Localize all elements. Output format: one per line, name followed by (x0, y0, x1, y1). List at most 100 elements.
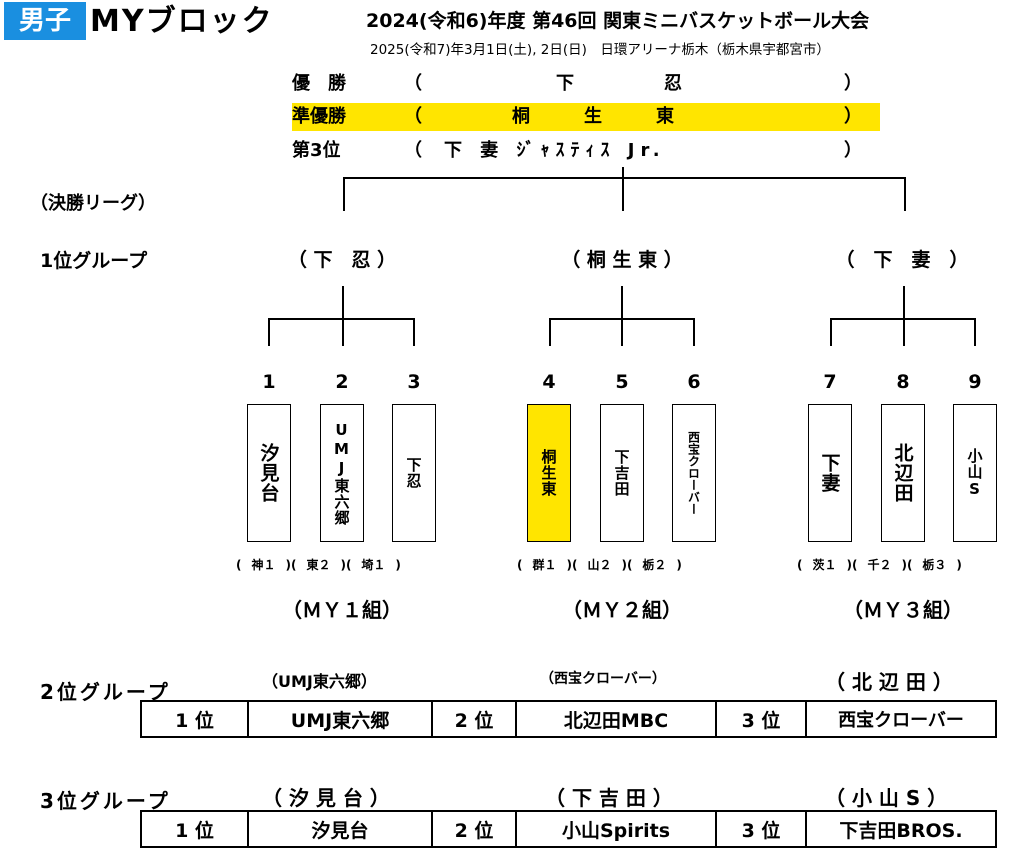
rank-cell: 1 位 (140, 810, 249, 848)
team-box-2: UMJ東六郷 (320, 404, 364, 542)
group-winner-2: （ 桐 生 東 ） (561, 249, 683, 271)
team-name: 下吉田 (612, 449, 631, 497)
rank-cell: 2 位 (431, 810, 517, 848)
bracket-line (622, 177, 624, 211)
result-label: 優 勝 (292, 73, 346, 94)
team-name: UMJ東六郷 (332, 420, 351, 526)
seed: 群１ (532, 558, 557, 572)
team-cell: 西宝クローバー (805, 700, 997, 738)
team-number-7: 7 (823, 371, 837, 393)
bracket-line (342, 318, 344, 346)
bracket-line (343, 177, 345, 211)
group-winner-1: （ 下 忍 ） (287, 249, 397, 271)
team-name: 汐見台 (257, 443, 280, 503)
seed-row-2: (群１)(山２)(栃２) (517, 558, 682, 572)
team-name: 桐生東 (539, 449, 558, 497)
seed-row-1: (神１)(東２)(埼１) (236, 558, 401, 572)
result-team: 桐 生 東 (512, 106, 674, 127)
team-cell: 北辺田MBC (515, 700, 717, 738)
bracket-line (903, 286, 905, 320)
bracket-line (621, 318, 623, 346)
bracket-line (343, 177, 906, 179)
table-row: 1 位 汐見台 2 位 小山Spirits 3 位 下吉田BROS. (140, 810, 997, 848)
seed-row-3: (茨１)(千２)(栃３) (797, 558, 962, 572)
team-box-8: 北辺田 (881, 404, 925, 542)
bracket-line (268, 318, 415, 320)
team-cell: UMJ東六郷 (247, 700, 433, 738)
bracket-line (549, 318, 551, 346)
team-number-2: 2 (335, 371, 349, 393)
team-number-4: 4 (542, 371, 556, 393)
third-group-top-3: （ 小 山 S ） (825, 786, 948, 810)
group-winner-3: （ 下 妻 ） (835, 249, 969, 271)
bracket-line (830, 318, 832, 346)
result-team: 下 妻 ｼﾞｬｽﾃｨｽ Jr. (444, 140, 666, 161)
team-name: 小山S (965, 447, 984, 499)
seed: 栃２ (642, 558, 667, 572)
result-third: 第3位 （ 下 妻 ｼﾞｬｽﾃｨｽ Jr. ） (292, 137, 880, 165)
result-close: ） (844, 106, 862, 127)
rank-cell: 3 位 (715, 700, 807, 738)
table-row: 1 位 UMJ東六郷 2 位 北辺田MBC 3 位 西宝クローバー (140, 700, 997, 738)
third-group-label: 3位グループ (40, 789, 171, 813)
team-name: 西宝クローバー (686, 431, 701, 515)
result-label: 第3位 (292, 140, 341, 161)
bracket-line (693, 318, 695, 346)
result-close: ） (844, 140, 862, 161)
result-team: 下 忍 (556, 73, 682, 94)
third-group-ranking-table: 1 位 汐見台 2 位 小山Spirits 3 位 下吉田BROS. (140, 810, 997, 848)
second-group-ranking-table: 1 位 UMJ東六郷 2 位 北辺田MBC 3 位 西宝クローバー (140, 700, 997, 738)
tournament-subtitle: 2025(令和7)年3月1日(土), 2日(日) 日環アリーナ栃木（栃木県宇都宮… (370, 42, 830, 58)
result-label: 準優勝 (292, 106, 346, 127)
bracket-line (621, 286, 623, 320)
class-label-1: （ＭＹ１組） (282, 598, 402, 622)
rank-cell: 3 位 (715, 810, 807, 848)
result-open: （ (404, 106, 422, 127)
rank-cell: 2 位 (431, 700, 517, 738)
second-group-label: 2位グループ (40, 680, 171, 704)
team-name: 北辺田 (891, 443, 914, 503)
seed: 茨１ (812, 558, 837, 572)
bracket-line (622, 167, 624, 177)
first-group-label: 1位グループ (40, 250, 148, 272)
result-open: （ (404, 140, 422, 161)
bracket-line (342, 286, 344, 320)
team-box-3: 下忍 (392, 404, 436, 542)
class-label-3: （ＭＹ３組） (843, 598, 963, 622)
seed: 埼１ (361, 558, 386, 572)
seed: 山２ (587, 558, 612, 572)
third-group-top-2: （ 下 吉 田 ） (545, 786, 673, 810)
result-close: ） (844, 73, 862, 94)
seed: 神１ (251, 558, 276, 572)
result-runner-up: 準優勝 （ 桐 生 東 ） (292, 103, 880, 131)
bracket-line (974, 318, 976, 346)
third-group-top-1: （ 汐 見 台 ） (262, 786, 390, 810)
result-open: （ (404, 73, 422, 94)
bracket-line (904, 177, 906, 211)
team-name: 下妻 (818, 453, 841, 493)
second-group-top-3: （ 北 辺 田 ） (825, 670, 953, 694)
class-label-2: （ＭＹ２組） (562, 598, 682, 622)
second-group-top-1: （UMJ東六郷） (262, 672, 377, 691)
seed: 栃３ (922, 558, 947, 572)
final-league-label: （決勝リーグ） (30, 193, 156, 214)
team-name: 下忍 (404, 457, 423, 489)
team-number-1: 1 (262, 371, 276, 393)
bracket-line (413, 318, 415, 346)
team-cell: 汐見台 (247, 810, 433, 848)
bracket-line (903, 318, 905, 346)
gender-badge: 男子 (4, 2, 86, 40)
seed: 東２ (306, 558, 331, 572)
team-box-6: 西宝クローバー (672, 404, 716, 542)
block-title: MYブロック (90, 4, 274, 39)
team-box-7: 下妻 (808, 404, 852, 542)
team-number-6: 6 (687, 371, 701, 393)
bracket-line (268, 318, 270, 346)
team-number-3: 3 (407, 371, 421, 393)
result-champion: 優 勝 （ 下 忍 ） (292, 70, 880, 98)
team-number-9: 9 (968, 371, 982, 393)
seed: 千２ (867, 558, 892, 572)
team-box-5: 下吉田 (600, 404, 644, 542)
team-box-1: 汐見台 (247, 404, 291, 542)
tournament-title: 2024(令和6)年度 第46回 関東ミニバスケットボール大会 (366, 10, 870, 32)
